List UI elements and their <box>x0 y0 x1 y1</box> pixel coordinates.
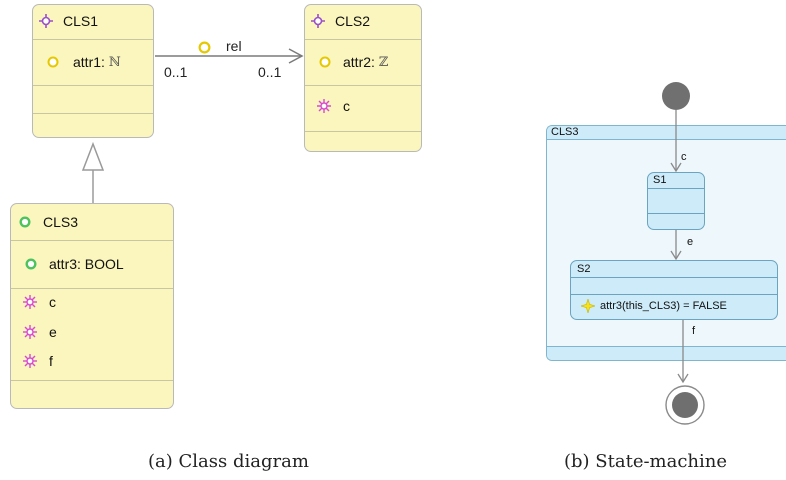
class-cls1-header: CLS1 <box>39 10 98 32</box>
generalization-arrowhead <box>81 141 105 171</box>
extra-compartment <box>11 380 173 408</box>
class-icon <box>39 14 53 28</box>
attribute-row[interactable]: attr2: ℤ <box>319 52 388 72</box>
transition-label-e: e <box>687 236 694 248</box>
class-name: CLS1 <box>63 13 99 29</box>
attribute-compartment <box>11 240 173 288</box>
event-name: c <box>343 98 350 114</box>
class-name: CLS2 <box>335 13 371 29</box>
class-icon <box>311 14 325 28</box>
initial-state <box>662 82 690 110</box>
final-state-inner <box>672 392 698 418</box>
action-text: attr3(this_CLS3) = FALSE <box>600 300 727 312</box>
attribute-type: ℕ <box>108 54 121 70</box>
event-compartment <box>305 85 421 131</box>
state-machine-container[interactable]: CLS3 <box>546 125 786 361</box>
container-header <box>547 126 786 140</box>
target-multiplicity: 0..1 <box>258 64 282 80</box>
attribute-icon <box>198 41 211 54</box>
class-cls2[interactable]: CLS2 attr2: ℤ c <box>304 4 422 152</box>
attribute-name: attr3: BOOL <box>49 256 124 272</box>
state-s2[interactable]: S2 attr3(this_CLS3) = FALSE <box>570 260 778 320</box>
enum-class-icon <box>19 216 31 228</box>
state-name: S2 <box>577 263 591 275</box>
event-name: c <box>49 294 56 310</box>
transition-label-c: c <box>681 151 687 163</box>
association-arrowhead <box>288 48 304 64</box>
attribute-icon <box>47 56 59 68</box>
event-icon <box>23 325 37 339</box>
attribute-row[interactable]: attr1: ℕ <box>47 52 121 72</box>
attribute-name: attr1: <box>73 54 105 70</box>
enum-attribute-icon <box>25 258 37 270</box>
class-cls1[interactable]: CLS1 attr1: ℕ <box>32 4 154 138</box>
container-footer <box>547 346 786 360</box>
action-star-icon <box>581 299 595 313</box>
state-name: S1 <box>653 174 667 186</box>
class-cls3[interactable]: CLS3 attr3: BOOL c e <box>10 203 174 409</box>
event-row[interactable]: e <box>23 322 57 342</box>
state-s1[interactable]: S1 <box>647 172 705 230</box>
event-icon <box>23 295 37 309</box>
class-name: CLS3 <box>43 214 79 230</box>
event-row[interactable]: f <box>23 351 53 371</box>
event-compartment <box>11 288 173 380</box>
attribute-name: attr2: <box>343 54 375 70</box>
operation-compartment <box>33 85 153 113</box>
event-icon <box>317 99 331 113</box>
class-cls3-header: CLS3 <box>19 211 78 233</box>
class-cls2-header: CLS2 <box>311 10 370 32</box>
event-name: e <box>49 324 57 340</box>
extra-compartment <box>33 113 153 137</box>
event-row[interactable]: c <box>317 96 350 116</box>
caption-class-diagram: (a) Class diagram <box>148 451 309 472</box>
extra-compartment <box>305 131 421 151</box>
caption-state-machine: (b) State-machine <box>564 451 728 472</box>
attribute-compartment <box>305 39 421 85</box>
event-icon <box>23 354 37 368</box>
state-action[interactable]: attr3(this_CLS3) = FALSE <box>581 299 727 313</box>
event-row[interactable]: c <box>23 292 56 312</box>
attribute-row[interactable]: attr3: BOOL <box>25 254 124 274</box>
attribute-compartment <box>33 39 153 85</box>
source-multiplicity: 0..1 <box>164 64 188 80</box>
event-name: f <box>49 353 53 369</box>
container-name: CLS3 <box>551 126 579 138</box>
transition-label-f: f <box>692 325 696 337</box>
attribute-type: ℤ <box>378 54 389 70</box>
association-name: rel <box>226 38 242 54</box>
attribute-icon <box>319 56 331 68</box>
